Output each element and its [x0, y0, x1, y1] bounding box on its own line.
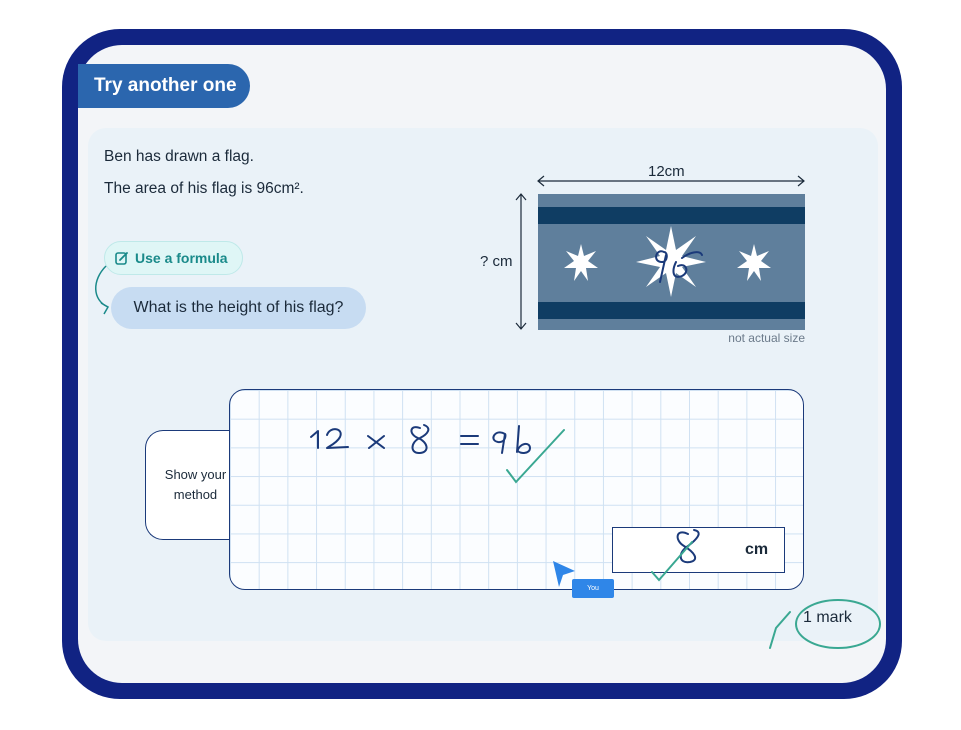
tab-label-line-2: method	[173, 487, 218, 502]
hint-button[interactable]: Use a formula	[104, 241, 243, 275]
teacher-tick	[651, 541, 693, 582]
not-to-scale-note: not actual size	[728, 331, 805, 345]
question-prompt: What is the height of his flag?	[111, 287, 366, 329]
cursor-arrow-icon	[553, 561, 575, 587]
height-label: ? cm	[480, 253, 513, 270]
star-icon	[564, 244, 598, 281]
width-arrow	[537, 175, 805, 187]
hint-connector-arrow	[95, 265, 110, 315]
hint-label: Use a formula	[135, 250, 228, 266]
star-icon	[737, 244, 771, 281]
cursor-label: You	[572, 579, 614, 598]
question-line-1: Ben has drawn a flag.	[104, 148, 254, 165]
working-grid[interactable]	[229, 389, 804, 590]
handwritten-answer-8	[676, 529, 700, 564]
edit-icon	[115, 251, 129, 265]
question-line-2: The area of his flag is 96cm².	[104, 180, 304, 197]
tab-label-line-1: Show your	[164, 467, 227, 482]
teacher-tick	[506, 429, 565, 484]
answer-unit: cm	[745, 541, 769, 558]
width-label: 12cm	[648, 163, 685, 180]
mark-label: 1 mark	[803, 609, 852, 626]
page-title: Try another one	[78, 64, 250, 108]
show-method-tab: Show your method	[145, 430, 245, 540]
star-icon	[636, 226, 706, 297]
flag	[538, 194, 805, 330]
handwritten-96	[655, 250, 703, 283]
mark-circle	[769, 599, 881, 649]
height-arrow	[515, 193, 527, 330]
handwritten-working	[310, 424, 531, 455]
